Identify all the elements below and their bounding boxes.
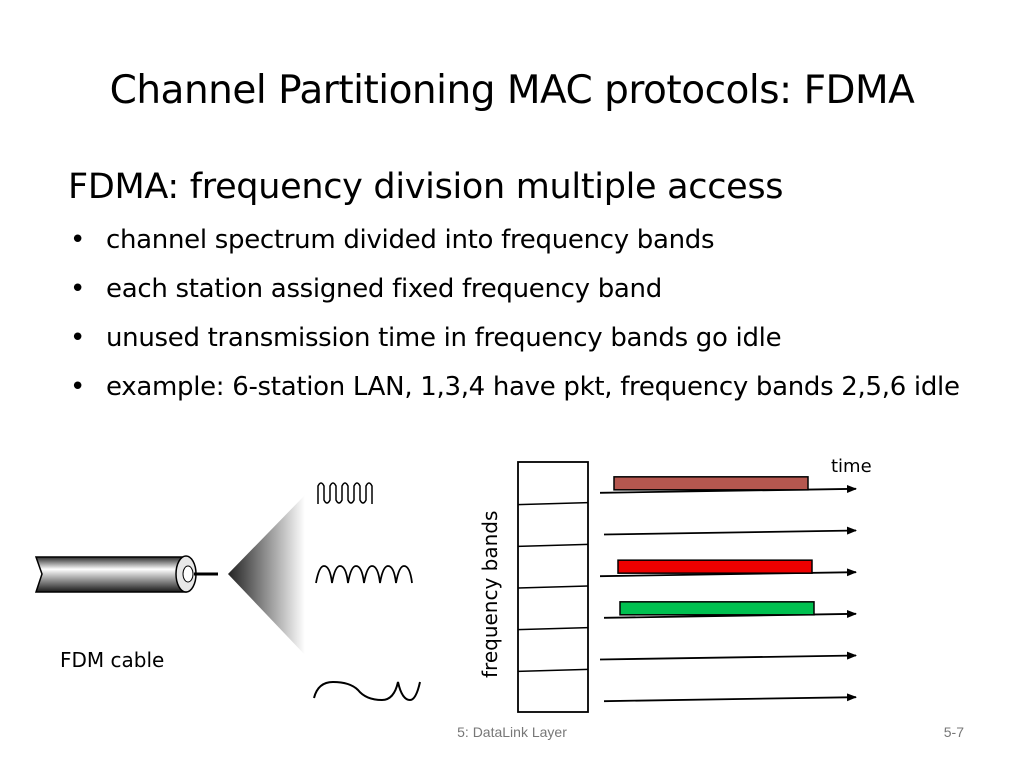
bullet-dot: • [70, 372, 86, 402]
band-dividers [517, 501, 589, 673]
frequency-bands-label: frequency bands [478, 511, 502, 678]
medium-frequency-wave-icon [315, 565, 413, 584]
slide-title: Channel Partitioning MAC protocols: FDMA [109, 68, 915, 113]
time-arrow-band-1 [599, 484, 857, 494]
time-arrows [599, 484, 857, 703]
bullet-item: • each station assigned fixed frequency b… [68, 273, 988, 305]
time-arrow-band-6 [603, 693, 857, 703]
time-arrow-band-5 [599, 651, 857, 661]
bullet-text: example: 6-station LAN, 1,3,4 have pkt, … [106, 372, 960, 402]
band-divider [517, 543, 589, 548]
fdm-cable-icon [34, 555, 218, 593]
low-frequency-wave-icon [313, 680, 421, 702]
bullet-text: each station assigned fixed frequency ba… [106, 274, 662, 304]
bullet-list: • channel spectrum divided into frequency… [68, 224, 988, 420]
time-arrow-band-3 [599, 568, 857, 578]
fdm-cable-label: FDM cable [60, 648, 164, 672]
packet-bars [613, 476, 815, 616]
bullet-item: • channel spectrum divided into frequency… [68, 224, 988, 256]
bullet-text: unused transmission time in frequency ba… [106, 323, 782, 353]
slide-subtitle: FDMA: frequency division multiple access [68, 167, 784, 207]
time-arrow-band-2 [603, 526, 857, 536]
bullet-dot: • [70, 323, 86, 353]
band-divider [517, 626, 589, 631]
high-frequency-wave-icon [317, 482, 373, 504]
packet-bar-band-1 [613, 476, 809, 491]
bullet-text: channel spectrum divided into frequency … [106, 225, 715, 255]
footer-chapter: 5: DataLink Layer [457, 724, 567, 740]
packet-bar-band-3 [617, 559, 813, 574]
spectrum-cone-icon [228, 495, 305, 655]
bullet-dot: • [70, 274, 86, 304]
band-divider [517, 585, 589, 589]
time-label: time [831, 456, 872, 477]
bullet-item: • unused transmission time in frequency b… [68, 322, 988, 354]
band-divider [517, 668, 589, 673]
packet-bar-band-4 [619, 601, 815, 616]
bullet-dot: • [70, 225, 86, 255]
footer-page-number: 5-7 [943, 724, 964, 740]
band-divider [517, 501, 589, 506]
bullet-item: • example: 6-station LAN, 1,3,4 have pkt,… [68, 371, 988, 403]
